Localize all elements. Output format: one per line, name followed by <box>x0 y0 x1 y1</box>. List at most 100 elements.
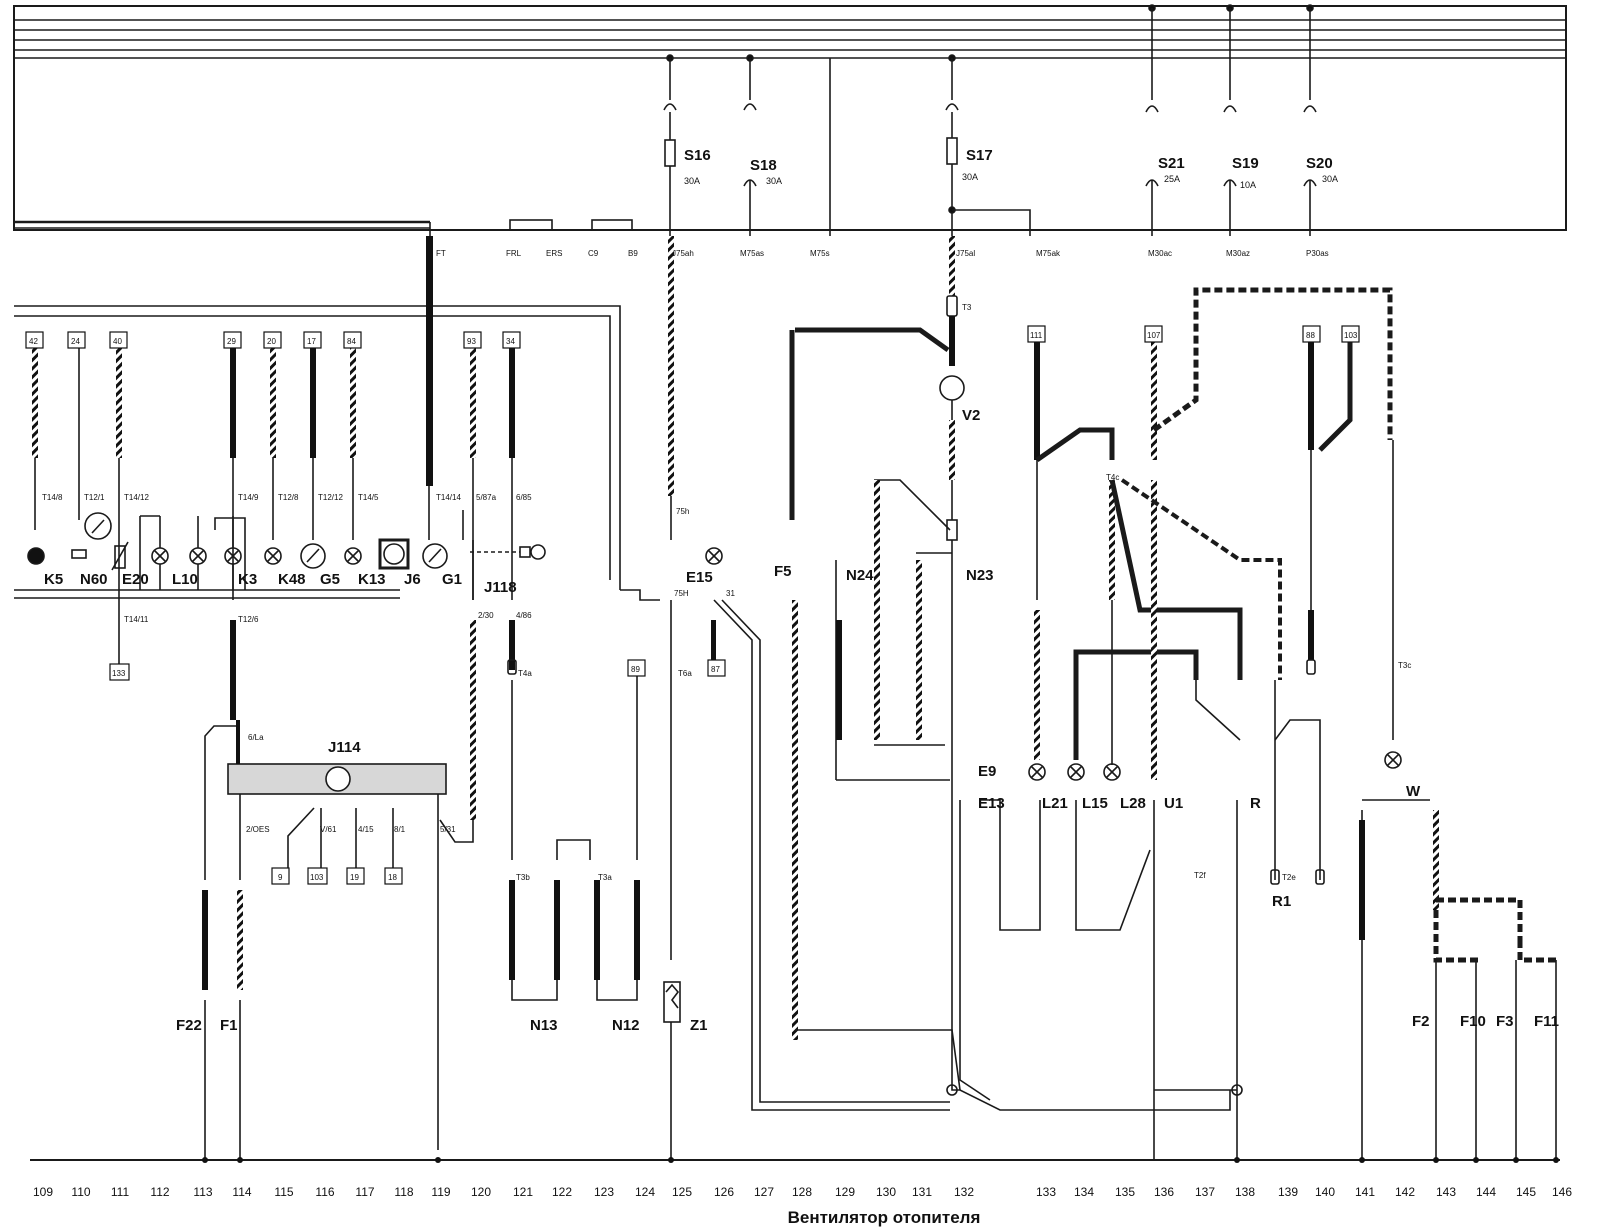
component-label: J118 <box>484 579 517 596</box>
component-label: V2 <box>962 407 980 424</box>
terminal-label: C9 <box>588 249 599 258</box>
fuse-label: S21 <box>1158 155 1185 172</box>
terminal-label: M75s <box>810 249 830 258</box>
connector-label: 31 <box>726 589 735 598</box>
component-label: F22 <box>176 1017 202 1034</box>
terminal-label: M30az <box>1226 249 1250 258</box>
grid-number: 112 <box>150 1185 169 1199</box>
component-labels: K5 N60 E20 L10 K3 K48 G5 K13 J6 G1 J118 … <box>44 407 1559 1034</box>
fuse-rating: 30A <box>766 176 782 186</box>
fan-motor-circuit <box>789 236 965 1091</box>
component-label: N24 <box>846 567 874 584</box>
fuse-label: S16 <box>684 147 711 164</box>
grid-number: 138 <box>1235 1185 1255 1199</box>
n13-n12-group <box>509 236 950 1160</box>
component-label: F5 <box>774 563 792 580</box>
grid-number: 141 <box>1355 1185 1375 1199</box>
component-label: R <box>1250 795 1261 812</box>
relay-j118 <box>439 510 546 860</box>
wire-reference-boxes: 42 24 40 29 20 17 84 93 34 111 107 88 10… <box>25 325 1360 885</box>
cluster-feed-line <box>14 305 660 601</box>
connector-label: T2e <box>1282 873 1296 882</box>
wire-ref: 133 <box>112 669 126 678</box>
terminal-label: B9 <box>628 249 638 258</box>
connector-label: 5/31 <box>440 825 456 834</box>
connector-label: T14/14 <box>436 493 461 502</box>
grid-number: 146 <box>1552 1185 1572 1199</box>
connector-label: T4c <box>1106 473 1119 482</box>
connector-label: T12/1 <box>84 493 105 502</box>
cluster-wires <box>14 236 515 720</box>
connector-label: T3c <box>1398 661 1411 670</box>
component-label: N60 <box>80 571 108 588</box>
component-label: L28 <box>1120 795 1146 812</box>
lamps-l21-l15-l28 <box>980 340 1243 931</box>
grid-number: 142 <box>1395 1185 1415 1199</box>
component-label: F1 <box>220 1017 238 1034</box>
terminal-label: M30ac <box>1148 249 1172 258</box>
central-panel <box>13 5 1567 236</box>
grid-number: 143 <box>1436 1185 1456 1199</box>
fuse-label: S20 <box>1306 155 1333 172</box>
grid-number: 115 <box>274 1185 293 1199</box>
fuse-rating: 30A <box>962 172 978 182</box>
component-label: E15 <box>686 569 713 586</box>
connector-label: T12/12 <box>318 493 343 502</box>
grid-number: 114 <box>232 1185 251 1199</box>
terminal-label: M75as <box>740 249 764 258</box>
component-label: N12 <box>612 1017 640 1034</box>
connector-label: 2/30 <box>478 611 494 620</box>
component-label: N13 <box>530 1017 558 1034</box>
fuse-s21 <box>1145 4 1159 236</box>
component-label: K48 <box>278 571 306 588</box>
component-label: E13 <box>978 795 1005 812</box>
grid-number: 128 <box>792 1185 812 1199</box>
fuse-rating: 25A <box>1164 174 1180 184</box>
terminal-label: P30as <box>1306 249 1329 258</box>
component-label: F2 <box>1412 1013 1430 1030</box>
component-label: F11 <box>1534 1013 1559 1030</box>
grid-number: 109 <box>33 1185 53 1199</box>
grid-number: 121 <box>513 1185 533 1199</box>
grid-number: 120 <box>471 1185 491 1199</box>
r1-branch <box>1270 340 1353 885</box>
grid-number: 130 <box>876 1185 896 1199</box>
wire-ref: 40 <box>113 337 122 346</box>
wire-ref: 84 <box>347 337 356 346</box>
relay-j114 <box>202 720 447 1160</box>
grid-number: 140 <box>1315 1185 1335 1199</box>
grid-number: 137 <box>1195 1185 1215 1199</box>
resistor-r-branch <box>1120 287 1393 1160</box>
component-label: U1 <box>1164 795 1183 812</box>
fuse-s20 <box>1303 4 1317 236</box>
fuse-label: S19 <box>1232 155 1259 172</box>
terminal-label: FT <box>436 249 446 258</box>
fuse-rating: 30A <box>684 176 700 186</box>
grid-numbers: 109 110 111 112 113 114 115 116 117 118 … <box>33 1185 1572 1199</box>
component-label: E9 <box>978 763 996 780</box>
component-label: L21 <box>1042 795 1068 812</box>
connector-label: T14/12 <box>124 493 149 502</box>
component-label: Z1 <box>690 1017 708 1034</box>
grid-number: 110 <box>71 1185 90 1199</box>
grid-number: 122 <box>552 1185 572 1199</box>
grid-number: 134 <box>1074 1185 1094 1199</box>
component-label: L10 <box>172 571 198 588</box>
fuse-label: S17 <box>966 147 993 164</box>
wire-ref: 29 <box>227 337 236 346</box>
fuse-s19 <box>1223 4 1237 236</box>
grid-number: 119 <box>431 1185 450 1199</box>
ground-points <box>202 1157 1559 1163</box>
connector-label: T3b <box>516 873 530 882</box>
wire-ref: 9 <box>278 873 283 882</box>
grid-number: 135 <box>1115 1185 1135 1199</box>
component-label: W <box>1406 783 1421 800</box>
grid-number: 133 <box>1036 1185 1056 1199</box>
component-label: J6 <box>404 571 421 588</box>
panel-terminal-labels: FT FRL ERS C9 B9 J75ah M75as M75s J75al … <box>436 249 1329 258</box>
connector-label: T12/8 <box>278 493 299 502</box>
wire-ref: 88 <box>1306 331 1315 340</box>
fuse-s16 <box>663 54 677 236</box>
grid-number: 116 <box>315 1185 334 1199</box>
